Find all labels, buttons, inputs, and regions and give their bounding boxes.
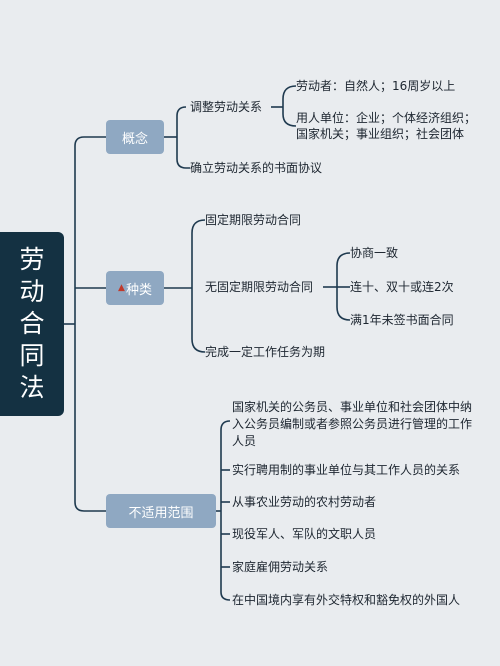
- category-concept-label: 概念: [121, 131, 148, 147]
- root-title: 劳 动 合 同 法: [0, 232, 64, 416]
- warning-triangle-icon: ▲: [118, 283, 125, 293]
- root-char-3: 合: [19, 309, 45, 338]
- root-char-5: 法: [19, 373, 45, 402]
- types-fixed: 固定期限劳动合同: [205, 212, 303, 228]
- concept-employer-line1: 用人单位：企业；个体经济组织；: [296, 110, 478, 126]
- concept-trunk: [176, 106, 190, 169]
- root-char-2: 动: [19, 277, 45, 306]
- concept-employer-line2: 国家机关；事业组织；社会团体: [296, 126, 466, 142]
- types-open-consecutive: 连十、双十或连2次: [350, 279, 455, 295]
- concept-worker: 劳动者：自然人；16周岁以上: [296, 78, 457, 94]
- root-char-1: 劳: [19, 245, 45, 274]
- types-trunk: [191, 219, 206, 353]
- category-concept: 概念: [106, 120, 164, 154]
- concept-written: 确立劳动关系的书面协议: [190, 160, 324, 176]
- types-task: 完成一定工作任务为期: [205, 344, 327, 360]
- concept-adjust: 调整劳动关系: [190, 99, 264, 115]
- excluded-item-rural-workers: 从事农业劳动的农村劳动者: [232, 494, 378, 510]
- excluded-item-employment-system: 实行聘用制的事业单位与其工作人员的关系: [232, 462, 462, 478]
- concept-adjust-trunk: [282, 85, 297, 127]
- excluded-item-military: 现役军人、军队的文职人员: [232, 526, 378, 542]
- excluded-item-civil-servants: 国家机关的公务员、事业单位和社会团体中纳入公务员编制或者参照公务员进行管理的工作…: [232, 399, 479, 450]
- category-excluded: 不适用范围: [106, 494, 216, 528]
- category-types-label: 种类: [125, 282, 152, 298]
- category-excluded-label: 不适用范围: [128, 505, 194, 521]
- root-char-4: 同: [19, 341, 45, 370]
- excluded-item-domestic: 家庭雇佣劳动关系: [232, 559, 330, 575]
- types-open: 无固定期限劳动合同: [205, 279, 315, 295]
- excluded-item-diplomats: 在中国境内享有外交特权和豁免权的外国人: [232, 592, 462, 608]
- category-types: ▲ 种类: [106, 271, 164, 305]
- root-trunk: [74, 136, 106, 512]
- types-open-consensus: 协商一致: [350, 245, 400, 261]
- types-open-unsigned: 满1年未签书面合同: [350, 312, 455, 328]
